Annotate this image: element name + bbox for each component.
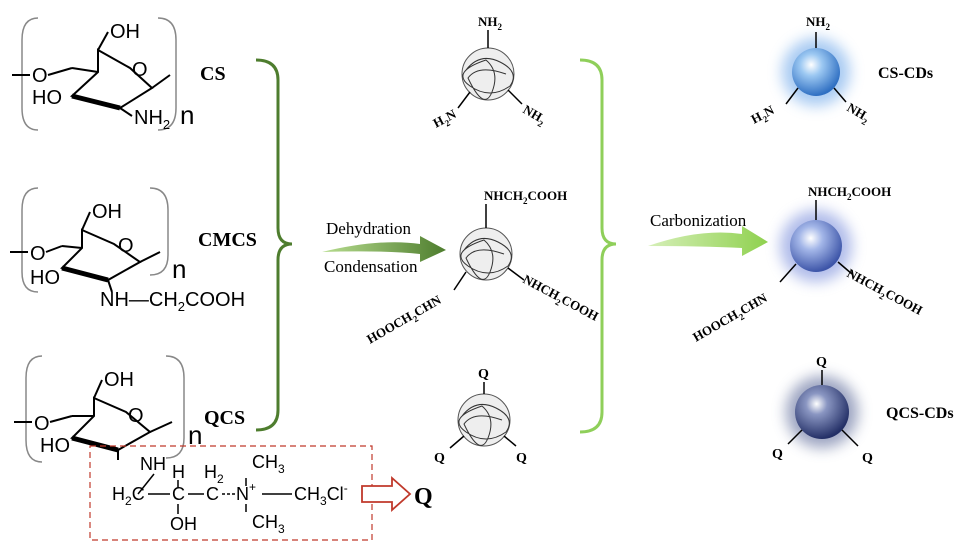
step2-label: Carbonization (650, 211, 747, 230)
cs-right-bracket (157, 17, 177, 131)
prod-nh2-top: NH2 (806, 14, 831, 32)
step1-bottom: Condensation (324, 257, 418, 276)
hollow-arrow (361, 475, 412, 513)
cs-structure: OH O O HO NH2 n (12, 17, 194, 132)
chain-h: H (172, 462, 185, 482)
qcs-n: n (188, 420, 202, 450)
product-cmcs-cds (779, 200, 853, 283)
intermediate-cmcs (453, 204, 525, 291)
cmcs-o-ring: O (118, 235, 134, 257)
int-q-left: Q (434, 451, 445, 466)
q-symbol: Q (414, 484, 433, 510)
chain-n: N+ (236, 480, 256, 504)
int-nh2-top: NH2 (478, 14, 503, 32)
chain-ch3-mid: CH3Cl- (294, 481, 348, 508)
carbon-dot-cs (792, 48, 840, 96)
int-cm-right: NHCH2COOH (519, 271, 601, 326)
cs-nh2: NH2 (134, 107, 170, 132)
left-curly-bracket (255, 58, 293, 432)
carbonization-arrow (648, 226, 768, 256)
cs-o-link: O (32, 65, 48, 87)
qcs-o-link: O (34, 413, 50, 435)
int-cm-left: HOOCH2CHN (364, 292, 446, 350)
right-curly-bracket (579, 58, 617, 434)
qcs-ho: HO (40, 435, 70, 457)
int-q-right: Q (516, 451, 527, 466)
qcs-oh-top: OH (104, 369, 134, 391)
prod-nh2-right: NH2 (843, 100, 873, 128)
cmcs-left-bracket (21, 187, 39, 293)
cmcs-o-link: O (30, 243, 46, 265)
prod-cm-top: NHCH2COOH (808, 184, 891, 202)
cmcs-substituent: NH—CH2COOH (100, 289, 245, 314)
int-nh2-left: H2N (430, 106, 460, 133)
cs-oh-top: OH (110, 21, 140, 43)
cs-o-ring: O (132, 59, 148, 81)
cmcs-n: n (172, 254, 186, 284)
prod-cm-left: HOOCH2CHN (690, 290, 772, 348)
intermediate-qcs (449, 382, 517, 449)
chain-ch3-top: CH3 (252, 452, 285, 476)
int-q-top: Q (478, 367, 489, 382)
chain-c: C (172, 484, 185, 504)
prod-q-top: Q (816, 355, 827, 370)
cmcs-oh-top: OH (92, 201, 122, 223)
cmcs-structure: OH O O HO NH—CH2COOH n (10, 187, 245, 314)
prod-cm-right: NHCH2COOH (843, 265, 925, 320)
prod-q-right: Q (862, 451, 873, 466)
qcs-label: QCS (204, 407, 245, 429)
tangle-ball-qcs (457, 393, 511, 447)
cs-cds-label: CS-CDs (878, 65, 933, 82)
quaternary-chain-box (89, 445, 373, 541)
step1-top: Dehydration (326, 219, 411, 238)
qcs-o-ring: O (128, 405, 144, 427)
prod-q-left: Q (772, 447, 783, 462)
cs-n: n (180, 100, 194, 130)
cmcs-ho: HO (30, 267, 60, 289)
product-cs-cds (782, 32, 850, 106)
qcs-structure: OH O O HO n (14, 355, 202, 463)
cmcs-right-bracket (149, 187, 169, 276)
cs-ho: HO (32, 87, 62, 109)
qcs-left-bracket (25, 355, 43, 463)
chain-h2: H2 (204, 462, 224, 486)
quaternary-chain: NH H2C H C OH H2 C N+ CH3 CH3Cl- CH3 (112, 452, 348, 536)
chain-c2: C (206, 484, 219, 504)
product-qcs-cds (786, 370, 859, 448)
tangle-ball-cmcs (459, 227, 513, 281)
dehydration-arrow (322, 236, 446, 262)
qcs-nh: NH (140, 454, 166, 474)
carbon-dot-qcs (795, 385, 849, 439)
chain-oh: OH (170, 514, 197, 534)
cmcs-label: CMCS (198, 229, 257, 251)
chain-ch3-bot: CH3 (252, 512, 285, 536)
chain-h2c: H2C (112, 484, 145, 508)
intermediate-cs (457, 30, 523, 109)
carbon-dot-cmcs (790, 220, 842, 272)
int-nh2-right: NH2 (519, 102, 549, 130)
int-cm-top: NHCH2COOH (484, 188, 567, 206)
prod-nh2-left: H2N (748, 102, 778, 129)
qcs-right-bracket (165, 355, 185, 459)
qcs-cds-label: QCS-CDs (886, 405, 954, 422)
cs-label: CS (200, 63, 226, 85)
